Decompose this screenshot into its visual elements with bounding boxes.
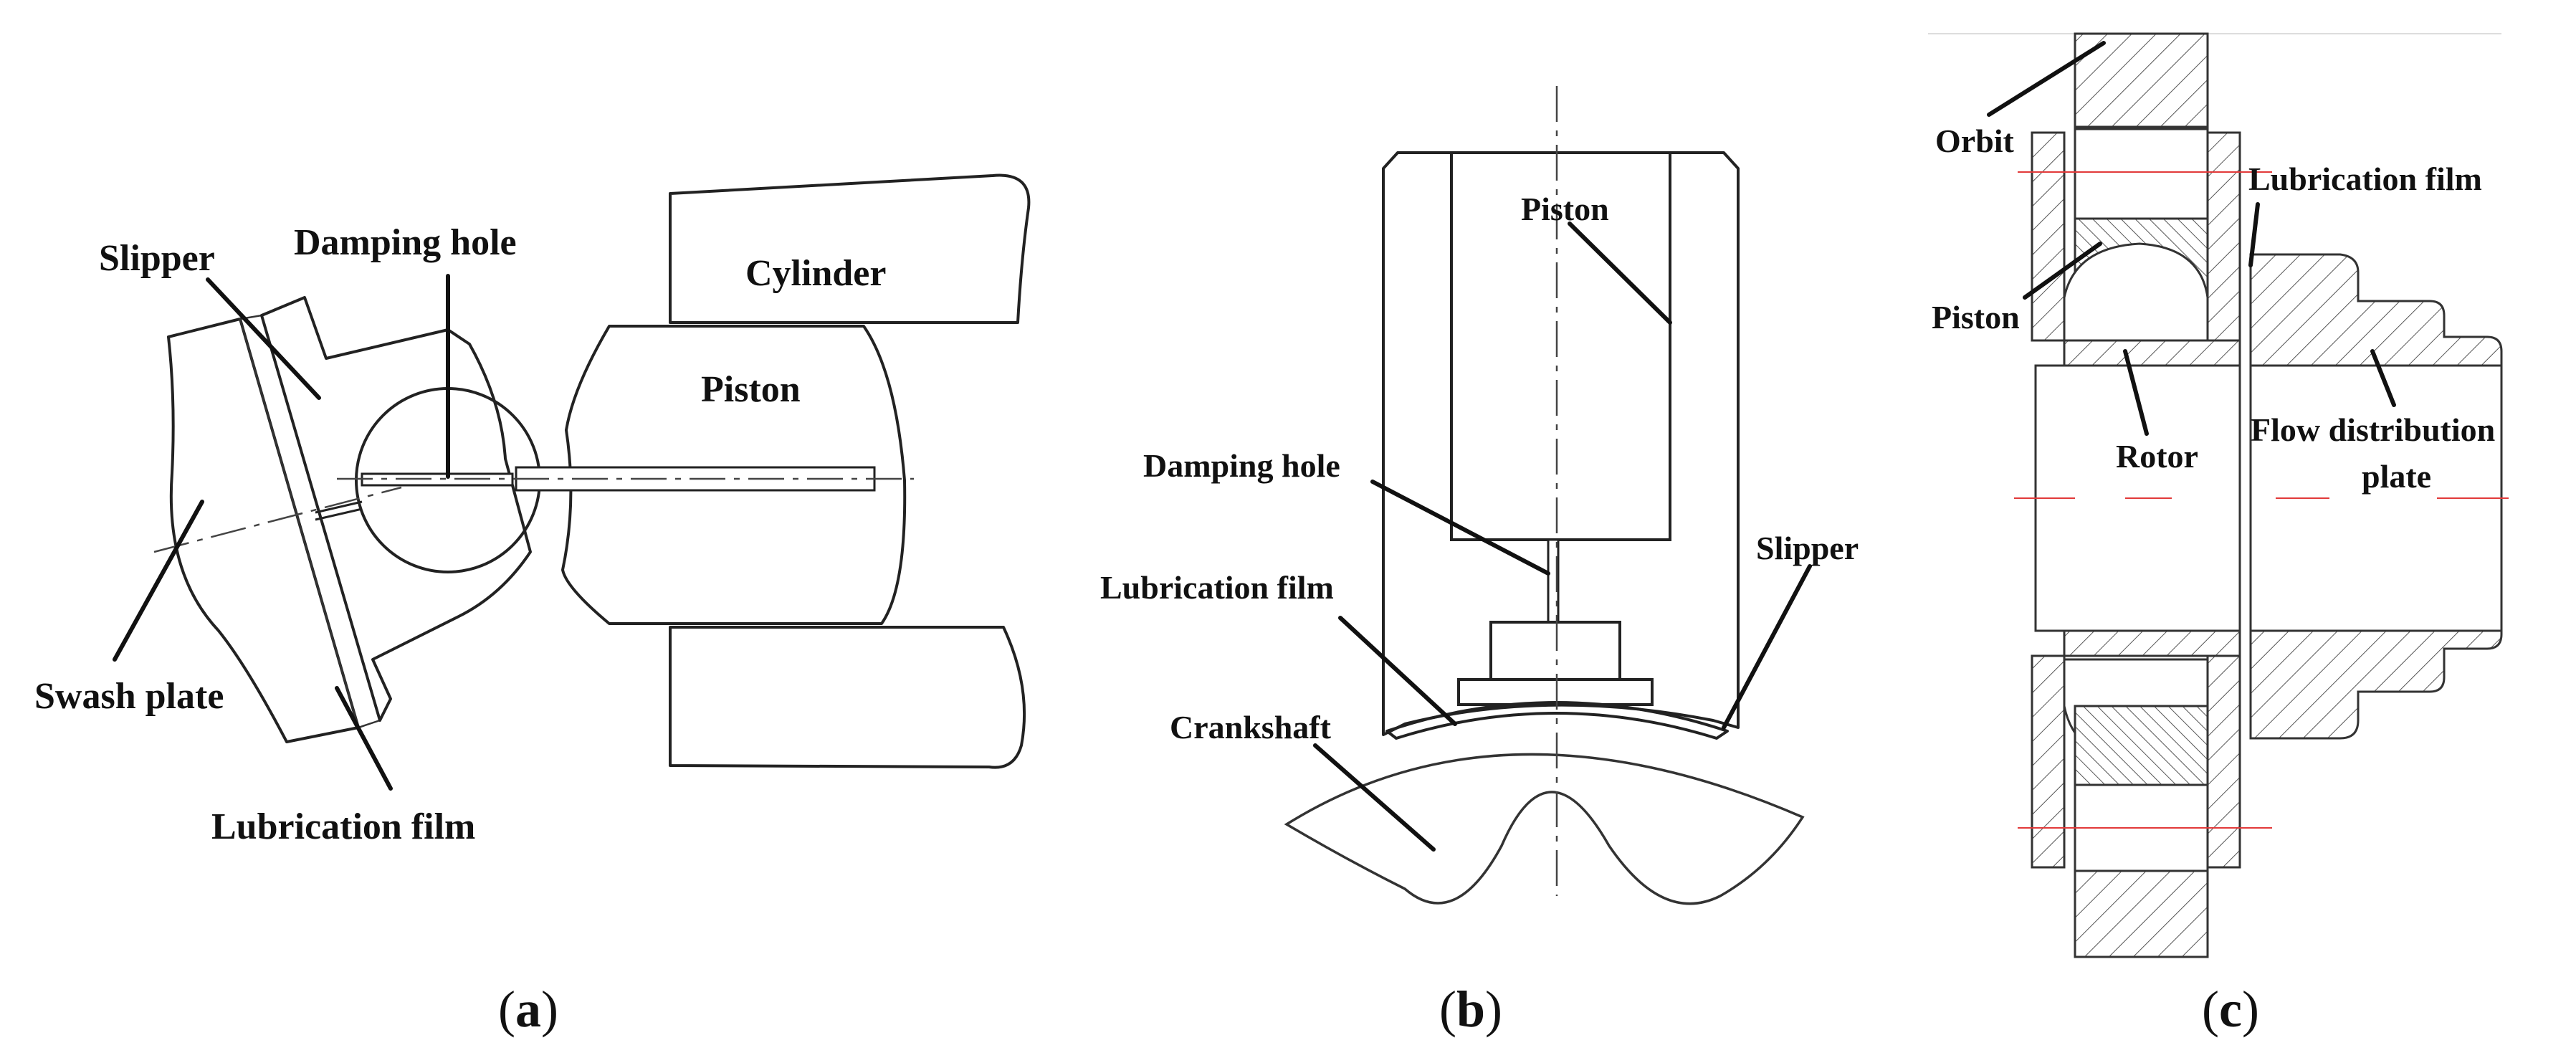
slipper-lower-step-b	[1457, 678, 1654, 706]
label-flow-distribution-line1-c: Flow distribution	[2251, 411, 2495, 448]
svg-text:(a): (a)	[498, 981, 558, 1038]
lubrication-film-strip	[239, 314, 381, 729]
piston-upper-head-c	[2063, 242, 2209, 345]
orbit-bottom	[2074, 869, 2209, 958]
small-channel-a	[315, 500, 363, 514]
leader-swash-plate	[113, 500, 204, 662]
label-piston-a: Piston	[701, 369, 801, 410]
caption-a: (a)	[498, 981, 558, 1038]
caption-c: (c)	[2202, 981, 2259, 1038]
swash-plate-body	[167, 318, 360, 743]
panel-a-swash-axis	[153, 486, 402, 553]
leader-piston-c	[2023, 242, 2102, 300]
leader-crankshaft-b	[1313, 743, 1436, 852]
label-piston-b: Piston	[1521, 191, 1609, 227]
label-cylinder-a: Cylinder	[745, 253, 886, 294]
label-flow-distribution-line2-c: plate	[2362, 458, 2431, 495]
rotor-upper-band	[2063, 339, 2241, 367]
caption-b: (b)	[1439, 981, 1502, 1038]
svg-text:(c): (c)	[2202, 981, 2259, 1038]
cylinder-lower-body	[669, 626, 1026, 769]
piston-upper-guide-c	[2074, 128, 2209, 220]
leader-slipper-b	[1722, 564, 1812, 730]
svg-text:(b): (b)	[1439, 981, 1502, 1038]
label-damping-hole-b: Damping hole	[1143, 447, 1340, 484]
label-damping-hole-a: Damping hole	[294, 222, 517, 263]
label-lubrication-film-c: Lubrication film	[2248, 161, 2482, 197]
label-rotor-c: Rotor	[2116, 438, 2198, 475]
leader-rotor-c	[2123, 349, 2149, 436]
piston-lower-c	[2074, 705, 2209, 786]
label-piston-c: Piston	[1932, 299, 2020, 335]
slipper-body	[260, 296, 532, 722]
right-plate-upper	[2206, 131, 2241, 342]
leader-damping-hole-b	[1370, 480, 1550, 576]
crankshaft-b	[1284, 753, 1805, 905]
leader-lubrication-film-c	[2248, 202, 2260, 267]
label-swash-plate-a: Swash plate	[34, 676, 224, 717]
slipper-arc-b	[1385, 701, 1729, 740]
rotor-lower-band	[2063, 629, 2241, 657]
piston-body	[561, 325, 907, 625]
label-crankshaft-b: Crankshaft	[1170, 709, 1332, 745]
right-plate-lower	[2206, 654, 2241, 869]
label-lubrication-film-a: Lubrication film	[211, 806, 475, 847]
panel-c: Orbit Lubrication film Piston Rotor Flow…	[1928, 32, 2509, 1038]
label-orbit-c: Orbit	[1935, 123, 2015, 159]
slipper-upper-step-b	[1489, 621, 1621, 681]
panel-a: Slipper Damping hole Cylinder Piston Swa…	[34, 173, 1031, 1038]
panel-b: Piston Damping hole Lubrication film Sli…	[1100, 86, 1859, 1038]
leader-slipper	[206, 277, 321, 400]
left-plate-lower	[2031, 654, 2066, 869]
leader-orbit-c	[1987, 41, 2106, 117]
label-slipper-b: Slipper	[1756, 530, 1859, 566]
small-channel-b	[315, 507, 363, 521]
cylinder-upper-body	[669, 173, 1031, 324]
label-slipper-a: Slipper	[99, 238, 215, 279]
leader-flow-distribution-c	[2370, 349, 2396, 407]
piston-b	[1450, 151, 1671, 541]
label-lubrication-film-b: Lubrication film	[1100, 569, 1334, 606]
leader-lubrication-film-b	[1338, 616, 1457, 726]
left-plate-upper	[2031, 131, 2066, 342]
leader-piston-b	[1568, 221, 1672, 325]
leader-lubrication-film	[335, 686, 393, 791]
